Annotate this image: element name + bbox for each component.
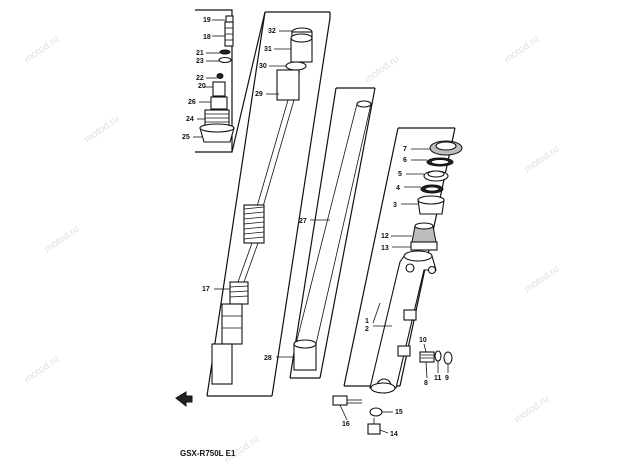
callout-label: 11 [434,375,442,382]
panel-right-edge [271,17,331,397]
callout-numbers: 19 18 21 23 20 22 26 24 25 32 31 30 29 2… [182,17,449,438]
model-code-label: GSX-R750L E1 [180,449,236,458]
damper-cylinder-bottom [211,343,233,385]
callout-label: 31 [264,46,272,53]
callout-label: 30 [259,63,267,70]
callout-label: 10 [419,337,427,344]
inner-tube-group [289,87,376,379]
callout-label: 7 [403,146,407,153]
callout-label: 17 [202,286,210,293]
nut-part [212,81,226,97]
callout-label: 9 [445,375,449,382]
gasket-part [434,350,442,362]
callout-label: 4 [396,185,400,192]
cap-bolt-assembly-group [195,9,266,153]
group-connector-line [231,11,266,153]
cylinder-base-part [410,241,438,251]
callout-label: 23 [196,58,204,65]
outer-tube-group [343,127,463,394]
callout-label: 6 [403,157,407,164]
damper-rod-left [255,99,289,211]
panel-left-edge [206,11,266,397]
inner-panel-right-edge [319,87,376,379]
watermark: motod.ru [43,224,82,256]
drain-bolt-part [419,351,435,363]
axle-bolt-parts [332,395,383,435]
callout-label: 2 [365,326,369,333]
watermark: motod.ru [503,34,542,66]
callout-label: 15 [395,409,403,416]
watermark: motod.ru [523,144,562,176]
watermark: motod.ru [23,34,62,66]
bolt-16-head [332,395,348,406]
fork-spring-lower [243,204,265,244]
washer-part-9 [443,351,453,365]
ball-part [216,73,224,79]
callout-label: 26 [188,99,196,106]
callout-label: 14 [390,431,398,438]
drain-bolt-parts [419,350,453,365]
outer-tube-body [369,255,437,389]
callout-label: 18 [203,34,211,41]
callout-label: 1 [365,318,369,325]
callout-label: 5 [398,171,402,178]
washer-15-part [369,407,383,417]
callout-label: 25 [182,134,190,141]
leader-lines [193,19,449,434]
callout-label: 22 [196,75,204,82]
caliper-mount-part [403,309,417,321]
watermark: motod.ru [23,354,62,386]
adjuster-screw-part [225,15,234,23]
watermark: motod.ru [523,264,562,296]
callout-label: 32 [268,28,276,35]
callout-label: 12 [381,233,389,240]
inner-panel-left-edge [289,87,337,379]
group-bracket [195,9,233,153]
callout-label: 8 [424,380,428,387]
callout-label: 24 [186,116,194,123]
watermark: motod.ru [83,114,122,146]
damper-piston-part [221,303,243,345]
watermark: motod.ru [363,54,402,86]
outer-panel-left-edge [343,127,399,387]
callout-label: 3 [393,202,397,209]
callout-label: 16 [342,421,350,428]
callout-label: 29 [255,91,263,98]
callout-label: 13 [381,245,389,252]
damper-rod-spring-group [206,11,331,397]
rebound-spring-part [229,281,249,305]
bolt-14-head [367,423,381,435]
front-direction-arrow-icon [175,391,193,408]
watermark: motod.ru [513,394,552,426]
callout-label: 27 [299,218,307,225]
callout-label: 28 [264,355,272,362]
callout-label: 19 [203,17,211,24]
callout-label: 21 [196,50,204,57]
inner-tube-top [356,100,372,108]
collar-part [210,96,228,110]
washer-part [218,56,232,64]
callout-label: 20 [198,83,206,90]
spring-washer-part [285,61,307,71]
damper-rod-right [261,99,295,211]
o-ring-part [219,49,231,55]
